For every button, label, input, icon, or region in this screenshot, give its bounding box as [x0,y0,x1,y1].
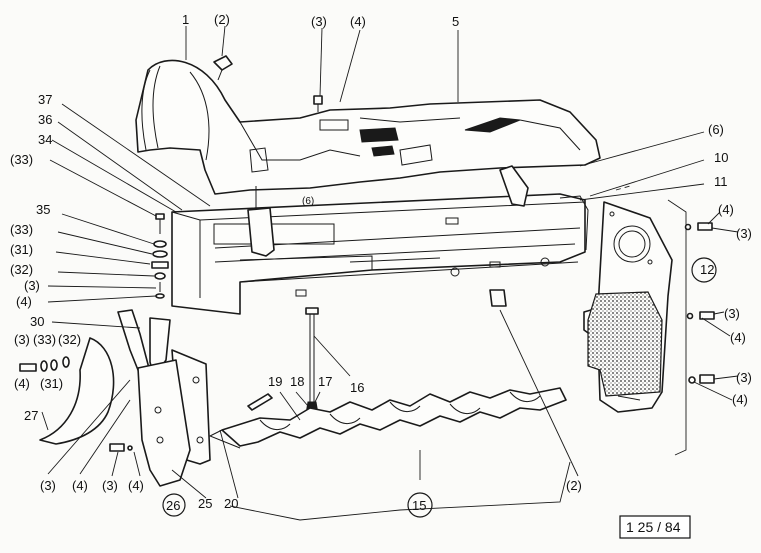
callout-6-frame: (6) [302,196,314,207]
callout-25: 25 [198,496,212,511]
callout-31-lower: (31) [40,376,63,391]
bracket-12-lead [667,199,687,456]
callout-4-right-b: (4) [730,330,746,345]
callout-33-lower: (33) [33,332,56,347]
callout-19: 19 [268,374,282,389]
callout-33-top: (33) [10,152,33,167]
callout-36: 36 [38,112,52,127]
callout-3-top: (3) [311,14,327,29]
callout-3-bottom-b: (3) [102,478,118,493]
guard-27-part [39,337,115,445]
callout-18: 18 [290,374,304,389]
callout-6-right: (6) [708,122,724,137]
fastener-stack-lower-left [19,356,133,452]
callout-circle-26 [162,493,186,517]
pin-20-part [247,393,273,411]
leader-lines [41,25,739,521]
rod-16-part [305,307,319,415]
callout-20: 20 [224,496,238,511]
upper-cover-part [135,59,601,195]
callout-4-bottom-b: (4) [128,478,144,493]
side-plate-12-part [583,185,673,413]
plate-25-part [137,349,211,487]
callout-3-right-a: (3) [736,226,752,241]
callout-4-top: (4) [350,14,366,29]
callout-16: 16 [350,380,364,395]
callout-17: 17 [318,374,332,389]
callout-32-mid: (32) [10,262,33,277]
callout-4-lower: (4) [14,376,30,391]
callout-26: 26 [166,498,180,513]
callout-11: 11 [714,174,728,189]
callout-4-right-c: (4) [732,392,748,407]
callout-circle-12 [691,257,717,283]
clip-2-part [489,289,507,307]
callout-15: 15 [412,498,426,513]
screw-top-a [213,55,233,81]
reference-code-box: 1 25 / 84 [619,515,691,539]
bracket-6-part [247,165,529,257]
knife-bar-15-part [208,387,567,449]
callout-4-left: (4) [16,294,32,309]
main-frame-part [171,193,589,315]
callout-3-left: (3) [24,278,40,293]
callout-10: 10 [714,150,728,165]
screws-right [684,222,715,384]
callout-37: 37 [38,92,52,107]
callout-30: 30 [30,314,44,329]
callout-3-right-b: (3) [724,306,740,321]
callout-34: 34 [38,132,52,147]
callout-27: 27 [24,408,38,423]
callout-2-top: (2) [214,12,230,27]
callout-3-bottom-a: (3) [40,478,56,493]
callout-5: 5 [452,14,459,29]
callout-circle-15 [407,492,433,518]
callout-3-lower: (3) [14,332,30,347]
callout-33-mid: (33) [10,222,33,237]
callout-31-mid: (31) [10,242,33,257]
callout-3-right-c: (3) [736,370,752,385]
callout-1: 1 [182,12,189,27]
callout-4-right-a: (4) [718,202,734,217]
callout-12: 12 [700,262,714,277]
callout-35: 35 [36,202,50,217]
reference-code: 1 25 / 84 [626,519,681,535]
callout-2-bottom: (2) [566,478,582,493]
callout-32-lower: (32) [58,332,81,347]
screw-top-b [313,95,323,112]
callout-labels: 1 (2) (3) (4) 5 37 36 34 (33) (6) 10 11 … [10,12,752,513]
callout-4-bottom-a: (4) [72,478,88,493]
fastener-stack-left [151,213,169,299]
